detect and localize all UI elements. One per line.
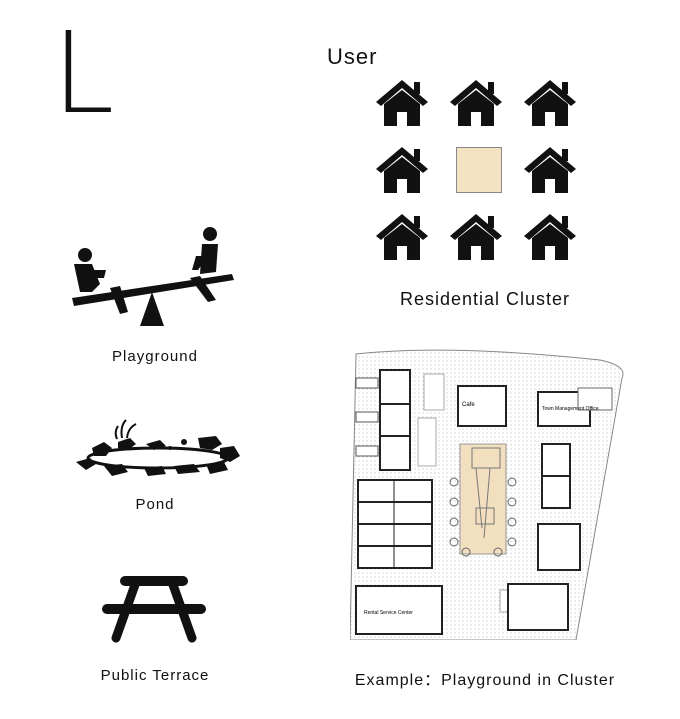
pond-caption: Pond: [135, 496, 175, 513]
rental-center-label: Rental Service Center: [364, 610, 413, 616]
pond-icon: [76, 419, 240, 476]
section-letter: L: [52, 9, 115, 139]
house-icon: [374, 210, 430, 264]
cafe-label: Cafe: [462, 402, 475, 408]
town-office-label: Town Management Office: [542, 406, 599, 412]
house-icon: [448, 210, 504, 264]
house-icon: [522, 76, 578, 130]
residential-cluster-grid: [374, 76, 588, 266]
playground-caption: Playground: [112, 348, 198, 365]
house-icon: [374, 143, 430, 197]
site-plan: Cafe Town Management Office Rental Servi…: [350, 349, 624, 640]
residential-cluster-caption: Residential Cluster: [399, 289, 571, 309]
house-icon: [522, 143, 578, 197]
seesaw-icon: [72, 227, 234, 326]
user-heading: User: [327, 44, 378, 69]
house-icon: [522, 210, 578, 264]
public-terrace-caption: Public Terrace: [100, 667, 210, 684]
house-icon: [374, 76, 430, 130]
example-caption: Example：Playground in Cluster: [354, 672, 616, 689]
cluster-center-square: [448, 143, 504, 197]
house-icon: [448, 76, 504, 130]
picnic-table-icon: [102, 576, 206, 643]
